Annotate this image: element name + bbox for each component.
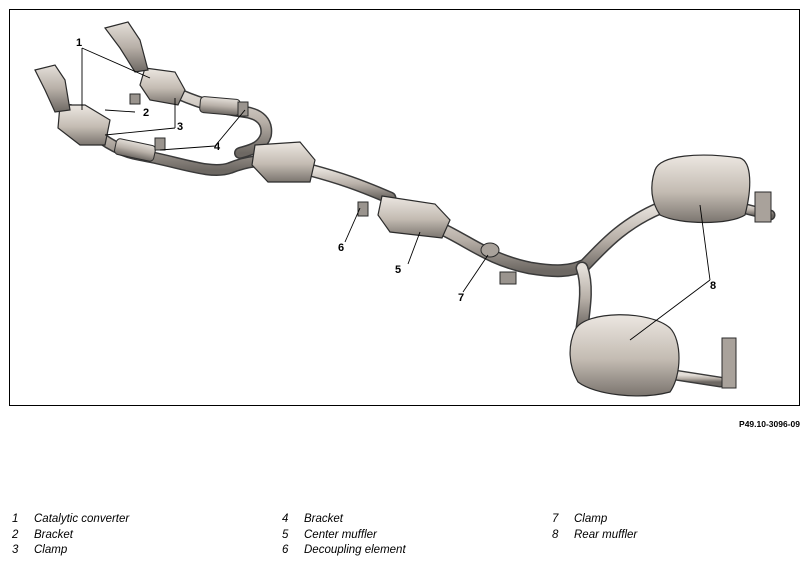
callout-1: 1 xyxy=(76,37,82,49)
legend-number: 5 xyxy=(282,529,289,541)
callout-leaders xyxy=(81,47,711,341)
front-muffler xyxy=(251,141,316,183)
legend-label: Decoupling element xyxy=(304,544,406,556)
center-muffler xyxy=(377,195,451,239)
legend-label: Catalytic converter xyxy=(34,513,130,525)
callout-2: 2 xyxy=(143,107,149,119)
rear-muffler-lower xyxy=(569,314,737,397)
catalytic-converter-left xyxy=(34,64,111,146)
legend-label: Bracket xyxy=(304,513,343,525)
legend-number: 3 xyxy=(12,544,19,556)
legend-number: 2 xyxy=(12,529,19,541)
brackets xyxy=(129,93,517,285)
diagram-frame: 1 2 3 4 5 6 7 8 xyxy=(9,9,800,406)
callout-4: 4 xyxy=(214,141,221,153)
legend-number: 4 xyxy=(282,513,289,525)
catalytic-converter-right xyxy=(103,21,186,106)
legend-label: Clamp xyxy=(574,513,608,525)
callout-8: 8 xyxy=(710,280,716,292)
legend-number: 1 xyxy=(12,513,19,525)
legend-number: 6 xyxy=(282,544,289,556)
legend-number: 7 xyxy=(552,513,559,525)
legend-number: 8 xyxy=(552,529,559,541)
callout-5: 5 xyxy=(395,264,401,276)
figure-reference: P49.10-3096-09 xyxy=(739,419,800,429)
callout-6: 6 xyxy=(338,242,344,254)
decoupling-element xyxy=(480,242,500,258)
callout-3: 3 xyxy=(177,121,183,133)
flex-sections xyxy=(114,96,241,162)
legend-label: Clamp xyxy=(34,544,68,556)
rear-muffler-upper xyxy=(651,154,772,224)
legend-label: Rear muffler xyxy=(574,529,638,541)
legend-label: Bracket xyxy=(34,529,73,541)
legend-label: Center muffler xyxy=(304,529,377,541)
legend: 1 Catalytic converter 2 Bracket 3 Clamp … xyxy=(0,511,812,568)
exhaust-system-illustration: 1 2 3 4 5 6 7 8 xyxy=(34,21,776,397)
callout-7: 7 xyxy=(458,292,464,304)
